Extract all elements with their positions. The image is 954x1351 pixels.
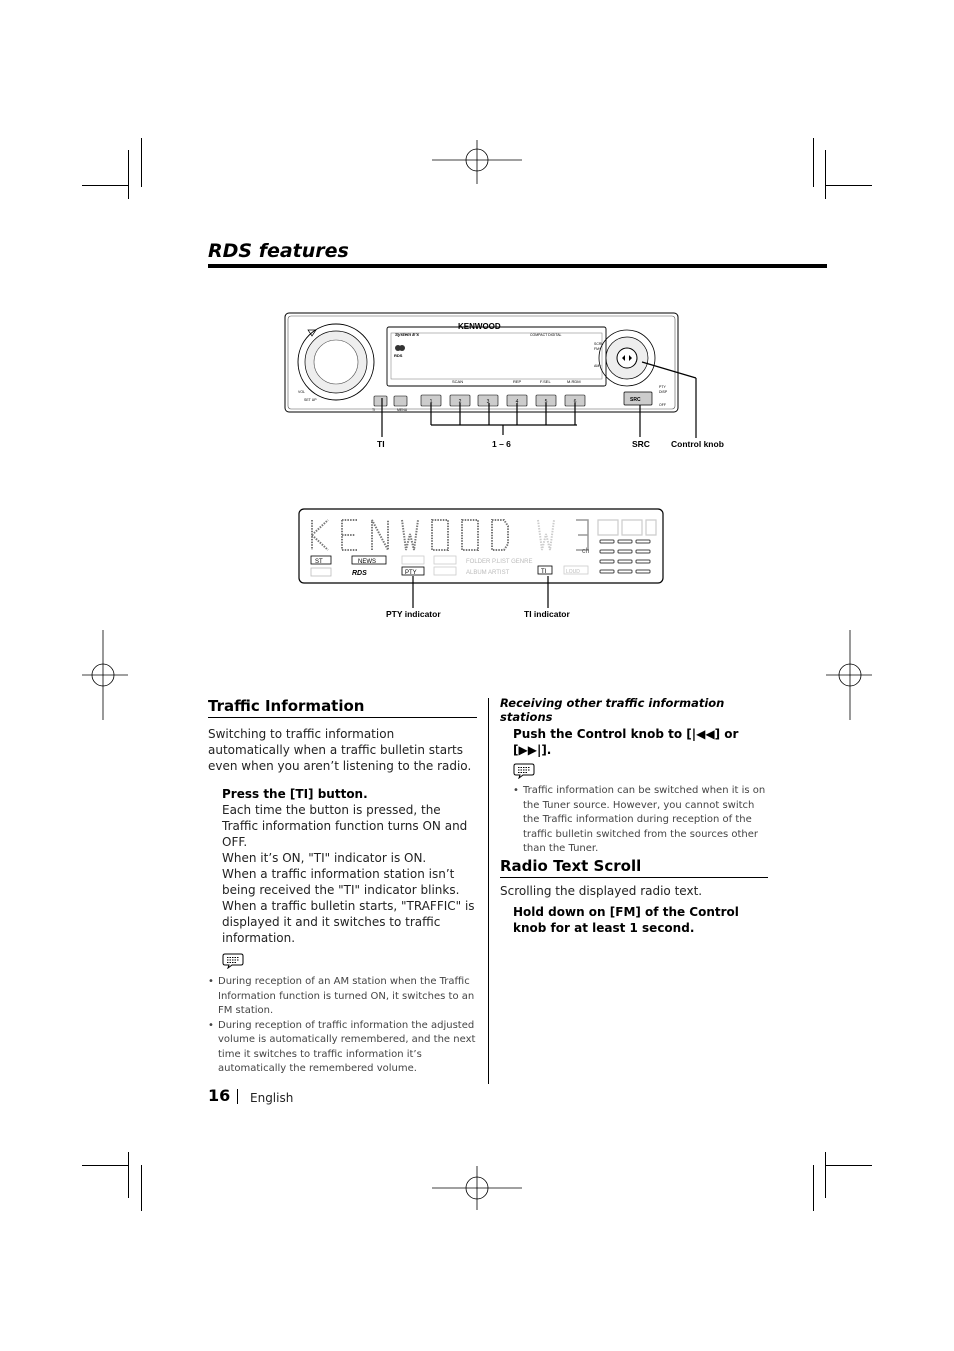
radio-text-step: Hold down on [FM] of the Control knob fo… [513, 905, 739, 935]
svg-text:COMPACT DIGITAL: COMPACT DIGITAL [530, 333, 562, 337]
svg-text:DISP: DISP [659, 390, 668, 394]
traffic-detail: When a traffic bulletin starts, "TRAFFIC… [222, 899, 475, 945]
svg-text:4: 4 [516, 399, 519, 405]
traffic-note: During reception of an AM station when t… [208, 975, 478, 1019]
registration-target-icon [432, 140, 522, 184]
svg-text:ch: ch [582, 548, 590, 555]
svg-text:5: 5 [545, 399, 548, 405]
radio-text-scroll-heading: Radio Text Scroll [500, 857, 642, 875]
label-ti-indicator: TI indicator [524, 609, 570, 619]
svg-text:6: 6 [574, 399, 577, 405]
svg-text:TI: TI [372, 408, 375, 412]
svg-text:SET UP: SET UP [304, 398, 317, 402]
traffic-detail: When it’s ON, "TI" indicator is ON. [222, 851, 427, 865]
label-pty-indicator: PTY indicator [386, 609, 441, 619]
svg-text:MENU: MENU [397, 408, 408, 412]
svg-text:NEWS: NEWS [358, 559, 376, 565]
traffic-detail: When a traffic information station isn’t… [222, 867, 460, 897]
receiving-other-heading: Receiving other traffic information stat… [500, 696, 725, 724]
svg-text:SCRL: SCRL [594, 342, 603, 346]
svg-text:VOL: VOL [298, 390, 305, 394]
svg-text:3: 3 [487, 399, 490, 405]
receiving-other-note: Traffic information can be switched when… [513, 784, 768, 857]
label-control-knob: Control knob [671, 439, 724, 449]
radio-text-intro: Scrolling the displayed radio text. [500, 884, 703, 898]
note-icon [222, 953, 244, 970]
heading-rule [208, 717, 477, 718]
registration-target-icon [826, 630, 872, 720]
footer-separator [237, 1089, 238, 1104]
traffic-note: During reception of traffic information … [208, 1019, 478, 1077]
svg-text:ALBUM ARTIST: ALBUM ARTIST [466, 570, 510, 576]
svg-text:ST: ST [315, 559, 323, 565]
svg-text:F.SEL: F.SEL [540, 379, 551, 384]
column-divider [488, 698, 489, 1084]
svg-text:FM+: FM+ [594, 347, 601, 351]
label-presets: 1 – 6 [492, 439, 511, 449]
svg-text:System E’x: System E’x [395, 332, 420, 337]
traffic-step: Press the [TI] button. [222, 787, 368, 801]
svg-text:RDS: RDS [394, 353, 403, 358]
svg-text:KENWOOD: KENWOOD [458, 322, 501, 331]
registration-target-icon [432, 1166, 522, 1210]
svg-text:LOUD: LOUD [566, 569, 580, 575]
svg-text:M.RDM: M.RDM [567, 379, 581, 384]
display-panel-illustration: ch ST NEWS RDS PTY FOLDER P.LIST GENRE A… [298, 508, 664, 584]
svg-text:1: 1 [430, 399, 433, 405]
svg-text:SRC: SRC [630, 397, 641, 403]
label-ti: TI [377, 439, 385, 449]
svg-text:2: 2 [459, 399, 462, 405]
svg-text:PTY: PTY [405, 570, 417, 576]
traffic-detail: Each time the button is pressed, the Tra… [222, 803, 468, 849]
svg-text:TI: TI [541, 569, 547, 575]
traffic-information-heading: Traffic Information [208, 697, 365, 715]
svg-text:AM−: AM− [594, 364, 601, 368]
traffic-information-section: Traffic Information Switching to traffic… [208, 697, 478, 1077]
radio-text-scroll-section: Radio Text Scroll Scrolling the displaye… [500, 857, 768, 936]
display-callout-lines [412, 576, 549, 608]
svg-text:PTY: PTY [659, 385, 666, 389]
receiving-other-section: Receiving other traffic information stat… [500, 696, 768, 857]
note-icon [513, 763, 535, 780]
traffic-intro: Switching to traffic information automat… [208, 727, 472, 773]
svg-text:SCAN: SCAN [452, 379, 463, 384]
registration-target-icon [82, 630, 128, 720]
label-src: SRC [632, 439, 650, 449]
language-label: English [250, 1091, 294, 1105]
receiving-other-step: Push the Control knob to [|◀◀] or [▶▶|]. [513, 727, 739, 757]
heading-rule [500, 877, 768, 878]
page-number: 16 [208, 1086, 231, 1105]
svg-text:FOLDER P.LIST GENRE: FOLDER P.LIST GENRE [466, 559, 532, 565]
head-unit-illustration: System E’x COMPACT DIGITAL KENWOOD RDS S… [284, 312, 679, 413]
section-title: RDS features [208, 240, 349, 262]
svg-text:OFF: OFF [659, 403, 666, 407]
unit-callout-lines [381, 398, 641, 437]
control-knob-callout [641, 361, 697, 438]
title-rule [208, 264, 827, 268]
svg-text:RDS: RDS [352, 570, 367, 577]
svg-text:REP: REP [513, 379, 522, 384]
